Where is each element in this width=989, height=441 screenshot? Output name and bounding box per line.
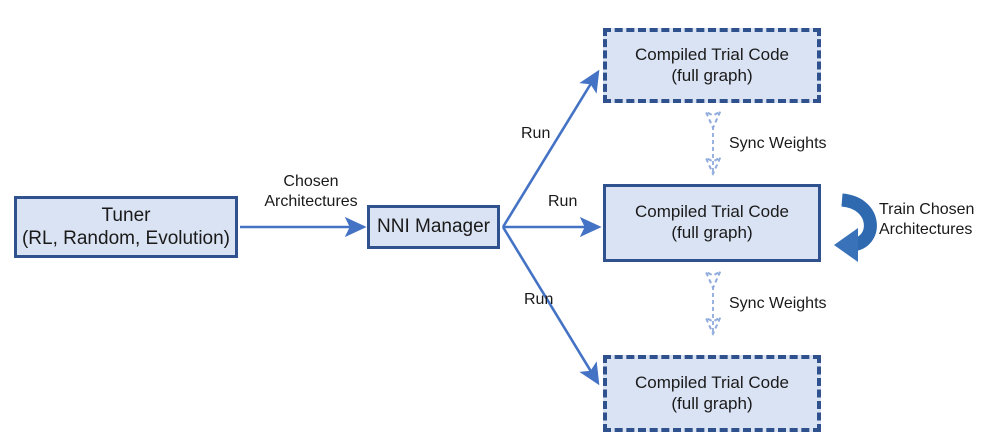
- edge-label-chosen-architectures-line1: Chosen: [283, 173, 339, 190]
- node-trial-top[interactable]: Compiled Trial Code (full graph): [603, 28, 821, 103]
- edge-label-chosen-architectures: Chosen Architectures: [261, 172, 361, 212]
- loop-arrow-icon: [834, 193, 877, 262]
- node-tuner-line1: Tuner: [101, 204, 151, 226]
- edge-label-run-mid: Run: [548, 193, 578, 210]
- node-trial-mid[interactable]: Compiled Trial Code (full graph): [603, 184, 821, 262]
- node-trial-top-line1: Compiled Trial Code: [634, 44, 789, 64]
- node-trial-bottom[interactable]: Compiled Trial Code (full graph): [603, 355, 821, 432]
- node-trial-top-line2: (full graph): [671, 65, 753, 85]
- node-trial-bottom-line2: (full graph): [671, 393, 753, 413]
- edge-label-train-chosen-line1: Train Chosen: [879, 201, 975, 218]
- node-trial-mid-line1: Compiled Trial Code: [634, 202, 789, 222]
- node-nni-manager[interactable]: NNI Manager: [367, 205, 500, 249]
- node-trial-bottom-line1: Compiled Trial Code: [634, 372, 789, 392]
- edge-label-chosen-architectures-line2: Architectures: [264, 192, 358, 210]
- node-nni-manager-line1: NNI Manager: [377, 216, 490, 238]
- edge-label-run-top: Run: [521, 125, 551, 142]
- node-tuner-line2: (RL, Random, Evolution): [21, 228, 231, 249]
- edge-label-sync-weights-bottom: Sync Weights: [729, 295, 827, 312]
- edge-label-run-bottom: Run: [524, 291, 554, 308]
- edge-label-sync-weights-top: Sync Weights: [729, 135, 827, 152]
- edge-label-train-chosen-line2: Architectures: [879, 220, 973, 238]
- edge-label-train-chosen-architectures: Train Chosen Architectures: [879, 200, 974, 240]
- node-trial-mid-line2: (full graph): [671, 223, 753, 242]
- node-tuner[interactable]: Tuner (RL, Random, Evolution): [14, 196, 238, 258]
